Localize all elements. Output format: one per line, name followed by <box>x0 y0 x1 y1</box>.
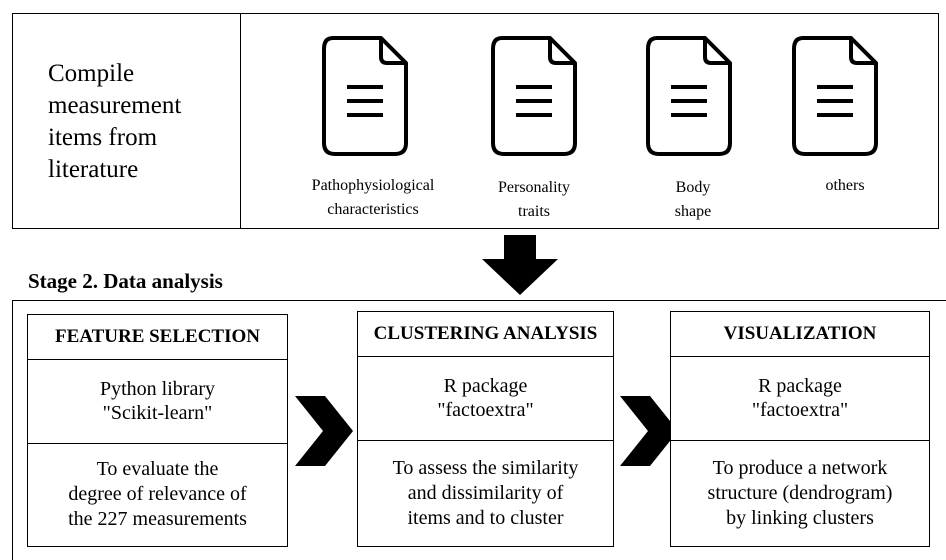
stage1-box <box>12 13 939 229</box>
panel-description: To evaluate the degree of relevance of t… <box>28 443 287 546</box>
document-icon <box>321 35 409 157</box>
stage2-box <box>12 300 946 560</box>
panel-tool: R package "factoextra" <box>671 356 929 441</box>
tool-line: R package <box>443 375 528 397</box>
document-icon <box>490 35 578 157</box>
desc-line: the 227 measurements <box>68 508 247 530</box>
desc-line: and dissimilarity of <box>407 481 564 504</box>
compile-text: Compile measurement items from literatur… <box>48 58 233 186</box>
panel-tool: R package "factoextra" <box>358 356 613 441</box>
document-icon <box>645 35 733 157</box>
panel-header: CLUSTERING ANALYSIS <box>358 312 613 357</box>
panel-description: To assess the similarity and dissimilari… <box>358 440 613 546</box>
tool-line: Python library <box>100 378 215 400</box>
compile-line: Compile <box>48 60 135 87</box>
label-line: others <box>825 177 865 194</box>
label-line: shape <box>674 203 712 220</box>
compile-line: literature <box>48 156 139 183</box>
label-line: Body <box>675 179 711 196</box>
feature-selection-panel: FEATURE SELECTION Python library "Scikit… <box>27 314 288 547</box>
tool-line: "Scikit-learn" <box>102 402 213 424</box>
label-line: Pathophysiological <box>311 177 435 194</box>
label-line: traits <box>518 203 550 220</box>
compile-line: items from <box>48 124 158 151</box>
down-arrow-icon <box>482 235 558 295</box>
tool-line: R package <box>758 375 842 397</box>
chevron-right-icon <box>295 396 353 466</box>
stage2-title: Stage 2. Data analysis <box>28 269 223 293</box>
clustering-analysis-panel: CLUSTERING ANALYSIS R package "factoextr… <box>357 311 614 547</box>
visualization-panel: VISUALIZATION R package "factoextra" To … <box>670 311 930 547</box>
tool-line: "factoextra" <box>437 399 534 421</box>
panel-header: FEATURE SELECTION <box>28 315 287 360</box>
desc-line: items and to cluster <box>407 506 564 529</box>
label-line: Personality <box>498 179 570 196</box>
panel-description: To produce a network structure (dendrogr… <box>671 440 929 546</box>
desc-line: To evaluate the <box>96 458 219 480</box>
desc-line: structure (dendrogram) <box>707 481 893 504</box>
document-label: Body shape <box>648 176 738 224</box>
document-label: others <box>800 174 890 198</box>
panel-tool: Python library "Scikit-learn" <box>28 359 287 444</box>
stage1-divider <box>240 13 241 229</box>
document-icon <box>791 35 879 157</box>
desc-line: degree of relevance of <box>68 483 247 505</box>
tool-line: "factoextra" <box>751 399 849 421</box>
document-label: Pathophysiological characteristics <box>290 174 456 222</box>
panel-header: VISUALIZATION <box>671 312 929 357</box>
compile-line: measurement <box>48 92 182 119</box>
label-line: characteristics <box>327 201 419 218</box>
document-label: Personality traits <box>474 176 594 224</box>
chevron-right-icon <box>620 396 678 466</box>
desc-line: To assess the similarity <box>392 456 579 479</box>
desc-line: To produce a network <box>712 456 888 479</box>
desc-line: by linking clusters <box>726 506 874 529</box>
